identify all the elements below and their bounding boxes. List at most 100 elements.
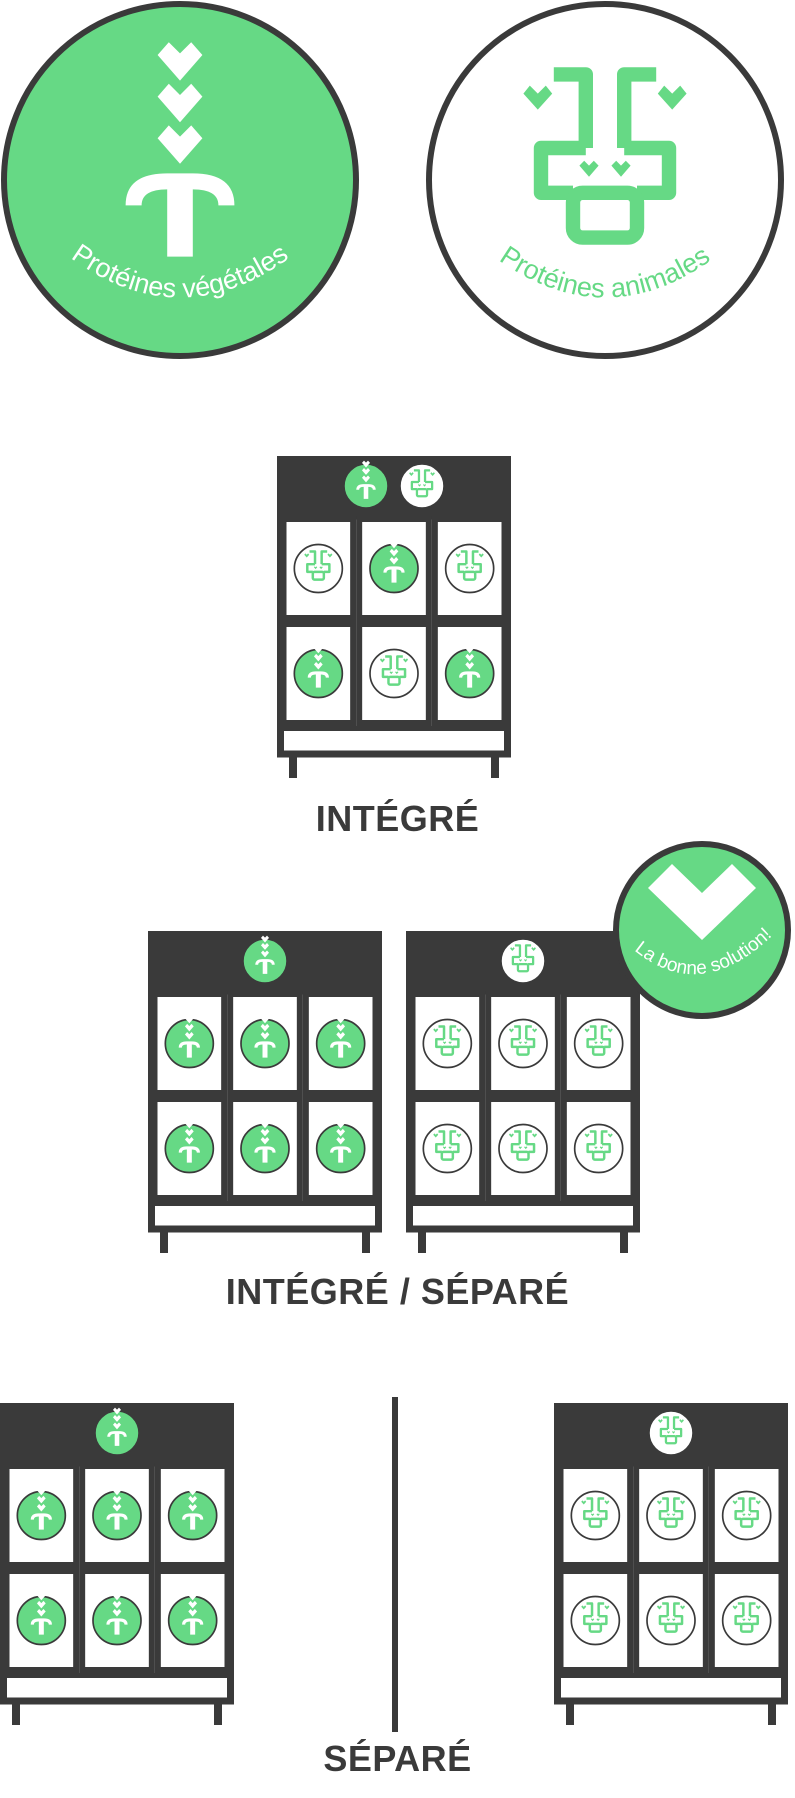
cow-face-icon bbox=[379, 655, 409, 686]
plant-hearts-icon bbox=[106, 1592, 128, 1635]
cow-face-icon bbox=[433, 1130, 462, 1161]
cow-face-icon bbox=[510, 944, 536, 973]
animal-protein-token bbox=[648, 1410, 694, 1456]
vegetal-protein-token bbox=[240, 1015, 290, 1069]
plant-hearts-icon bbox=[182, 1592, 204, 1635]
plant-hearts-icon bbox=[459, 645, 481, 688]
cow-face-icon bbox=[581, 1602, 610, 1633]
vegetal-protein-token bbox=[242, 935, 288, 984]
vegetal-protein-token bbox=[92, 1487, 142, 1541]
animal-protein-token bbox=[646, 1490, 696, 1541]
plant-hearts-icon bbox=[255, 935, 275, 974]
vegetal-protein-token bbox=[92, 1592, 142, 1646]
animal-protein-token bbox=[573, 1123, 624, 1174]
cow-face-icon bbox=[584, 1025, 613, 1056]
fridge-leg bbox=[566, 1699, 574, 1725]
cow-face-icon bbox=[455, 550, 484, 581]
animal-protein-token bbox=[399, 463, 445, 509]
vegetal-protein-token bbox=[164, 1015, 215, 1069]
cow-face-icon bbox=[508, 1025, 538, 1056]
fridge-leg bbox=[214, 1699, 222, 1725]
cow-face-icon bbox=[581, 1497, 610, 1528]
animal-protein-token bbox=[721, 1595, 772, 1646]
label-integre: INTÉGRÉ bbox=[315, 798, 480, 839]
label-integre-separe: INTÉGRÉ / SÉPARÉ bbox=[225, 1271, 570, 1312]
plant-hearts-icon bbox=[330, 1015, 352, 1058]
fridge-integre bbox=[277, 456, 511, 778]
fridge-separe-vegetal bbox=[0, 1403, 234, 1725]
heart-icon bbox=[648, 864, 756, 940]
cow-face-icon bbox=[658, 1416, 684, 1445]
plant-hearts-icon bbox=[330, 1120, 352, 1163]
animal-protein-token bbox=[573, 1018, 624, 1069]
animal-protein-token bbox=[498, 1123, 548, 1174]
fridge-integre-separe-vegetal bbox=[148, 931, 382, 1253]
vegetal-protein-token bbox=[315, 1015, 366, 1069]
cow-face-icon bbox=[656, 1602, 686, 1633]
vegetal-protein-token bbox=[369, 540, 419, 594]
fridge-leg bbox=[768, 1699, 776, 1725]
plant-hearts-icon bbox=[254, 1120, 276, 1163]
cow-face-icon bbox=[656, 1497, 686, 1528]
vegetal-protein-token bbox=[343, 460, 389, 509]
fridge-base bbox=[151, 1201, 379, 1206]
fridge-leg bbox=[12, 1699, 20, 1725]
cow-face-icon bbox=[732, 1602, 761, 1633]
plant-hearts-icon bbox=[30, 1487, 52, 1530]
fridge-leg bbox=[160, 1227, 168, 1253]
plant-hearts-icon bbox=[107, 1407, 127, 1446]
plant-hearts-icon bbox=[125, 42, 235, 257]
animal-protein-token bbox=[293, 543, 344, 594]
animal-protein-token bbox=[500, 938, 546, 984]
fridge-leg bbox=[289, 752, 297, 778]
plant-hearts-icon bbox=[356, 460, 376, 499]
fridge-leg bbox=[418, 1227, 426, 1253]
fridge-leg bbox=[620, 1227, 628, 1253]
fridge-separe-animal bbox=[554, 1403, 788, 1725]
cow-face-icon bbox=[433, 1025, 462, 1056]
vegetal-protein-token bbox=[167, 1592, 218, 1646]
separation-divider bbox=[392, 1397, 398, 1732]
label-separe: SÉPARÉ bbox=[323, 1738, 472, 1779]
animal-protein-token bbox=[444, 543, 495, 594]
animal-protein-token bbox=[721, 1490, 772, 1541]
plant-hearts-icon bbox=[30, 1592, 52, 1635]
fridge-integre-separe-animal bbox=[406, 931, 640, 1253]
plant-hearts-icon bbox=[178, 1015, 200, 1058]
solution-badge: La bonne solution! bbox=[613, 841, 791, 1019]
cow-face-icon bbox=[523, 67, 687, 245]
plant-hearts-icon bbox=[307, 645, 329, 688]
vegetal-protein-token bbox=[444, 645, 495, 699]
animal-circle bbox=[426, 1, 784, 359]
animal-protein-token bbox=[369, 648, 419, 699]
plant-hearts-icon bbox=[178, 1120, 200, 1163]
vegetal-protein-token bbox=[315, 1120, 366, 1174]
cow-face-icon bbox=[304, 550, 333, 581]
cow-face-icon bbox=[732, 1497, 761, 1528]
plant-hearts-icon bbox=[106, 1487, 128, 1530]
animal-protein-token bbox=[498, 1018, 548, 1069]
fridge-base bbox=[280, 726, 508, 731]
plant-hearts-icon bbox=[254, 1015, 276, 1058]
cow-face-icon bbox=[508, 1130, 538, 1161]
vegetal-protein-token bbox=[164, 1120, 215, 1174]
fridge-base bbox=[409, 1201, 637, 1206]
animal-protein-token bbox=[570, 1490, 621, 1541]
cow-face-icon bbox=[584, 1130, 613, 1161]
legend-animal: Protéines animales bbox=[426, 1, 784, 359]
animal-protein-token bbox=[422, 1018, 473, 1069]
plant-hearts-icon bbox=[182, 1487, 204, 1530]
animal-protein-token bbox=[570, 1595, 621, 1646]
vegetal-protein-token bbox=[167, 1487, 218, 1541]
legend-vegetal: Protéines végétales bbox=[1, 1, 359, 359]
fridge-base bbox=[3, 1673, 231, 1678]
cow-face-icon bbox=[409, 469, 435, 498]
vegetal-protein-token bbox=[16, 1487, 67, 1541]
vegetal-protein-token bbox=[94, 1407, 140, 1456]
vegetal-protein-token bbox=[293, 645, 344, 699]
animal-protein-token bbox=[422, 1123, 473, 1174]
vegetal-protein-token bbox=[240, 1120, 290, 1174]
animal-protein-token bbox=[646, 1595, 696, 1646]
fridge-header bbox=[277, 456, 511, 516]
